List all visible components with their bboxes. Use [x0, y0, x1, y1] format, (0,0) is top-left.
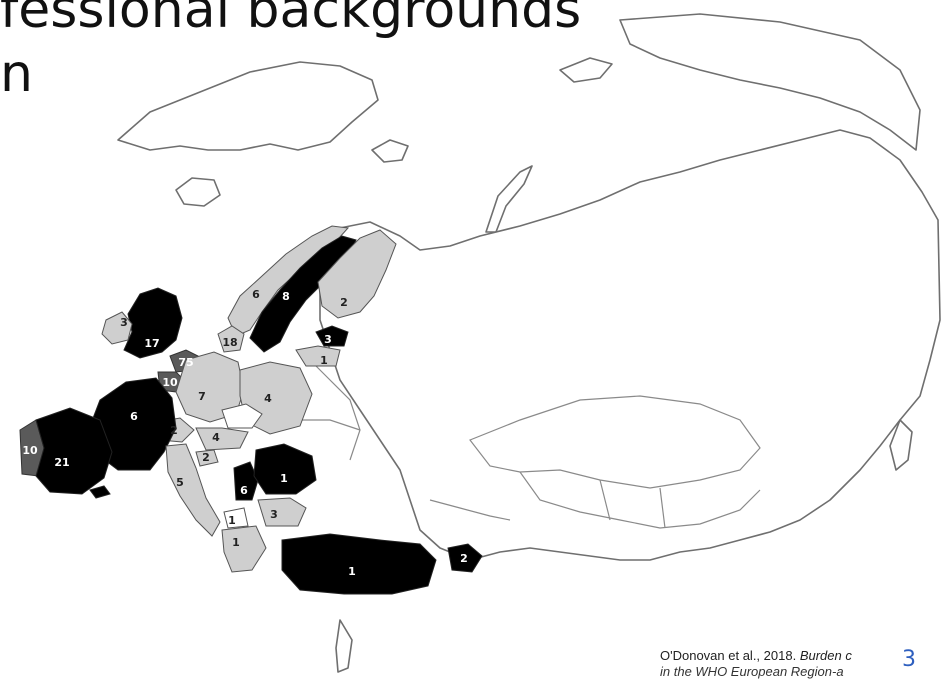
novaya-zemlya-outline: [485, 165, 533, 233]
label-sweden: 8: [282, 290, 290, 303]
central-asia-borders: [519, 471, 761, 529]
iceland-outline: [175, 177, 221, 207]
spain-shape: [35, 407, 113, 495]
slovenia-shape: [195, 449, 219, 467]
citation-authors: O'Donovan et al., 2018.: [660, 648, 797, 663]
label-austria: 4: [212, 431, 220, 444]
greece-shape: [221, 525, 267, 573]
label-greece: 1: [232, 536, 240, 549]
levant-outline: [335, 619, 353, 673]
denmark-shape: [217, 325, 245, 353]
label-north-macedonia: 1: [228, 514, 236, 527]
caucasus-borders: [429, 499, 511, 521]
eastern-europe-borders: [300, 359, 361, 461]
arctic-islands-outline: [559, 57, 613, 83]
label-poland: 4: [264, 392, 272, 405]
label-portugal: 10: [22, 444, 38, 457]
eurasia-outline: [319, 129, 941, 561]
ireland-shape: [101, 311, 133, 345]
label-switzerland: 2: [170, 424, 178, 437]
north-macedonia-shape: [223, 507, 249, 529]
kazakhstan-border: [469, 395, 761, 489]
label-bulgaria: 3: [270, 508, 278, 521]
label-denmark: 18: [222, 336, 237, 349]
label-romania: 1: [280, 472, 288, 485]
label-serbia: 6: [240, 484, 248, 497]
citation: O'Donovan et al., 2018. Burden c in the …: [660, 648, 941, 680]
label-estonia: 3: [324, 333, 332, 346]
label-italy: 5: [176, 476, 184, 489]
italy-shape: [165, 443, 221, 537]
label-latvia: 1: [320, 354, 328, 367]
label-belgium: 10: [162, 376, 178, 389]
citation-line-2: in the WHO European Region-a: [660, 664, 941, 680]
label-germany: 7: [198, 390, 206, 403]
label-armenia: 2: [460, 552, 468, 565]
label-norway: 6: [252, 288, 260, 301]
label-finland: 2: [340, 296, 348, 309]
finland-shape: [317, 229, 397, 319]
turkey-shape: [281, 533, 437, 595]
austria-shape: [195, 427, 249, 451]
label-turkey: 1: [348, 565, 356, 578]
estonia-shape: [315, 325, 349, 347]
greenland-outline: [117, 61, 379, 151]
label-uk: 17: [144, 337, 159, 350]
label-ireland: 3: [120, 316, 128, 329]
latvia-shape: [295, 345, 341, 367]
armenia-shape: [447, 543, 483, 573]
label-france: 6: [130, 410, 138, 423]
sakhalin-outline: [889, 419, 913, 471]
slide-title-line-2: n: [0, 44, 33, 104]
svalbard-outline: [371, 139, 409, 163]
serbia-shape: [233, 461, 259, 501]
label-spain: 21: [54, 456, 69, 469]
citation-title: Burden c: [799, 648, 852, 663]
label-slovenia: 2: [202, 451, 210, 464]
far-east-outline: [619, 13, 921, 151]
romania-shape: [253, 443, 317, 495]
slide-title-line-1: fessional backgrounds: [0, 0, 582, 40]
label-netherlands: 75: [178, 356, 193, 369]
czech-shape: [221, 403, 263, 429]
citation-line-2-text: in the WHO European Region-a: [660, 664, 844, 679]
bulgaria-shape: [257, 497, 307, 527]
slide-number: 3: [902, 647, 916, 672]
slide-title: fessional backgrounds n: [0, 0, 581, 106]
balearic-shape: [89, 485, 111, 499]
